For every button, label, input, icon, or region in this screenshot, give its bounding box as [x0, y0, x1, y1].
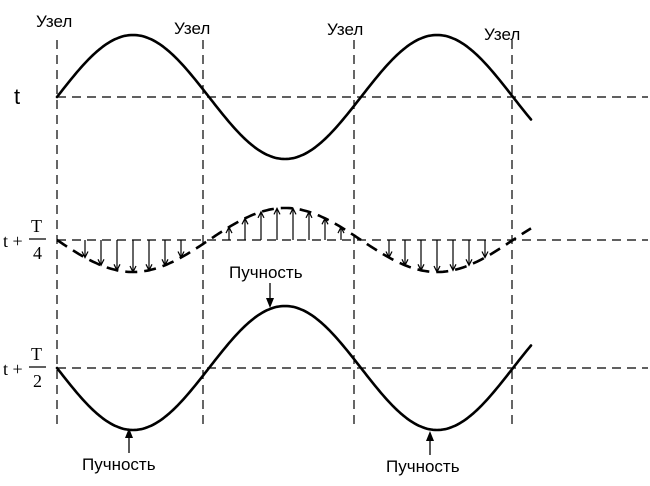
node-label-4: Узел: [484, 25, 520, 44]
antinode-label-bottom-left: Пучность: [82, 455, 156, 474]
velocity-arrowhead: [273, 207, 281, 215]
velocity-arrowhead: [225, 225, 233, 234]
time-axes: [57, 96, 648, 369]
antinode-arrowhead-top: [266, 298, 274, 308]
antinode-top: Пучность: [229, 263, 303, 308]
velocity-arrowhead: [385, 251, 393, 259]
velocity-arrowhead: [145, 264, 153, 272]
velocity-vectors: [81, 207, 489, 274]
row-label-t-half-numerator: T: [31, 344, 42, 364]
antinode-bottom-right: Пучность: [386, 431, 460, 476]
velocity-arrowhead: [465, 259, 473, 267]
velocity-arrowhead: [241, 216, 249, 225]
velocity-arrowhead: [257, 210, 265, 219]
row-label-t-quarter-denominator: 4: [33, 243, 42, 263]
velocity-arrowhead: [321, 216, 329, 225]
antinode-arrowhead-bottom-left: [125, 428, 133, 438]
velocity-arrowhead: [305, 210, 313, 219]
velocity-arrowhead: [417, 264, 425, 272]
velocity-arrowhead: [337, 225, 345, 234]
velocity-arrowhead: [81, 251, 89, 259]
velocity-arrowhead: [161, 259, 169, 267]
node-guides: [56, 40, 513, 430]
row-label-t: t: [14, 84, 20, 109]
velocity-arrowhead: [449, 264, 457, 272]
velocity-arrowhead: [129, 265, 137, 274]
row-label-t-quarter-numerator: T: [31, 216, 42, 236]
wave-at-t: [55, 33, 533, 161]
row-label-t-quarter-prefix: t +: [3, 231, 23, 251]
row-label-t-half-prefix: t +: [3, 359, 23, 379]
antinode-arrowhead-bottom-right: [426, 431, 434, 441]
antinode-bottom-left: Пучность: [82, 428, 156, 474]
node-label-3: Узел: [327, 20, 363, 39]
velocity-arrowhead: [401, 259, 409, 267]
row-label-t-half-denominator: 2: [33, 371, 42, 391]
wave-at-t-half: [55, 304, 533, 432]
node-labels: Узел Узел Узел Узел: [36, 12, 520, 44]
velocity-arrowhead: [177, 251, 185, 259]
wave-at-t-quarter: [56, 206, 532, 274]
velocity-arrowhead: [433, 265, 441, 274]
antinode-label-bottom-right: Пучность: [386, 457, 460, 476]
row-label-t-quarter: t + T 4: [3, 216, 46, 263]
velocity-arrowhead: [97, 259, 105, 267]
velocity-arrowhead: [289, 207, 297, 215]
node-label-1: Узел: [36, 12, 72, 31]
node-label-2: Узел: [174, 19, 210, 38]
row-label-t-half: t + T 2: [3, 344, 46, 391]
antinode-label-top: Пучность: [229, 263, 303, 282]
velocity-arrowhead: [481, 251, 489, 259]
velocity-arrowhead: [113, 264, 121, 272]
